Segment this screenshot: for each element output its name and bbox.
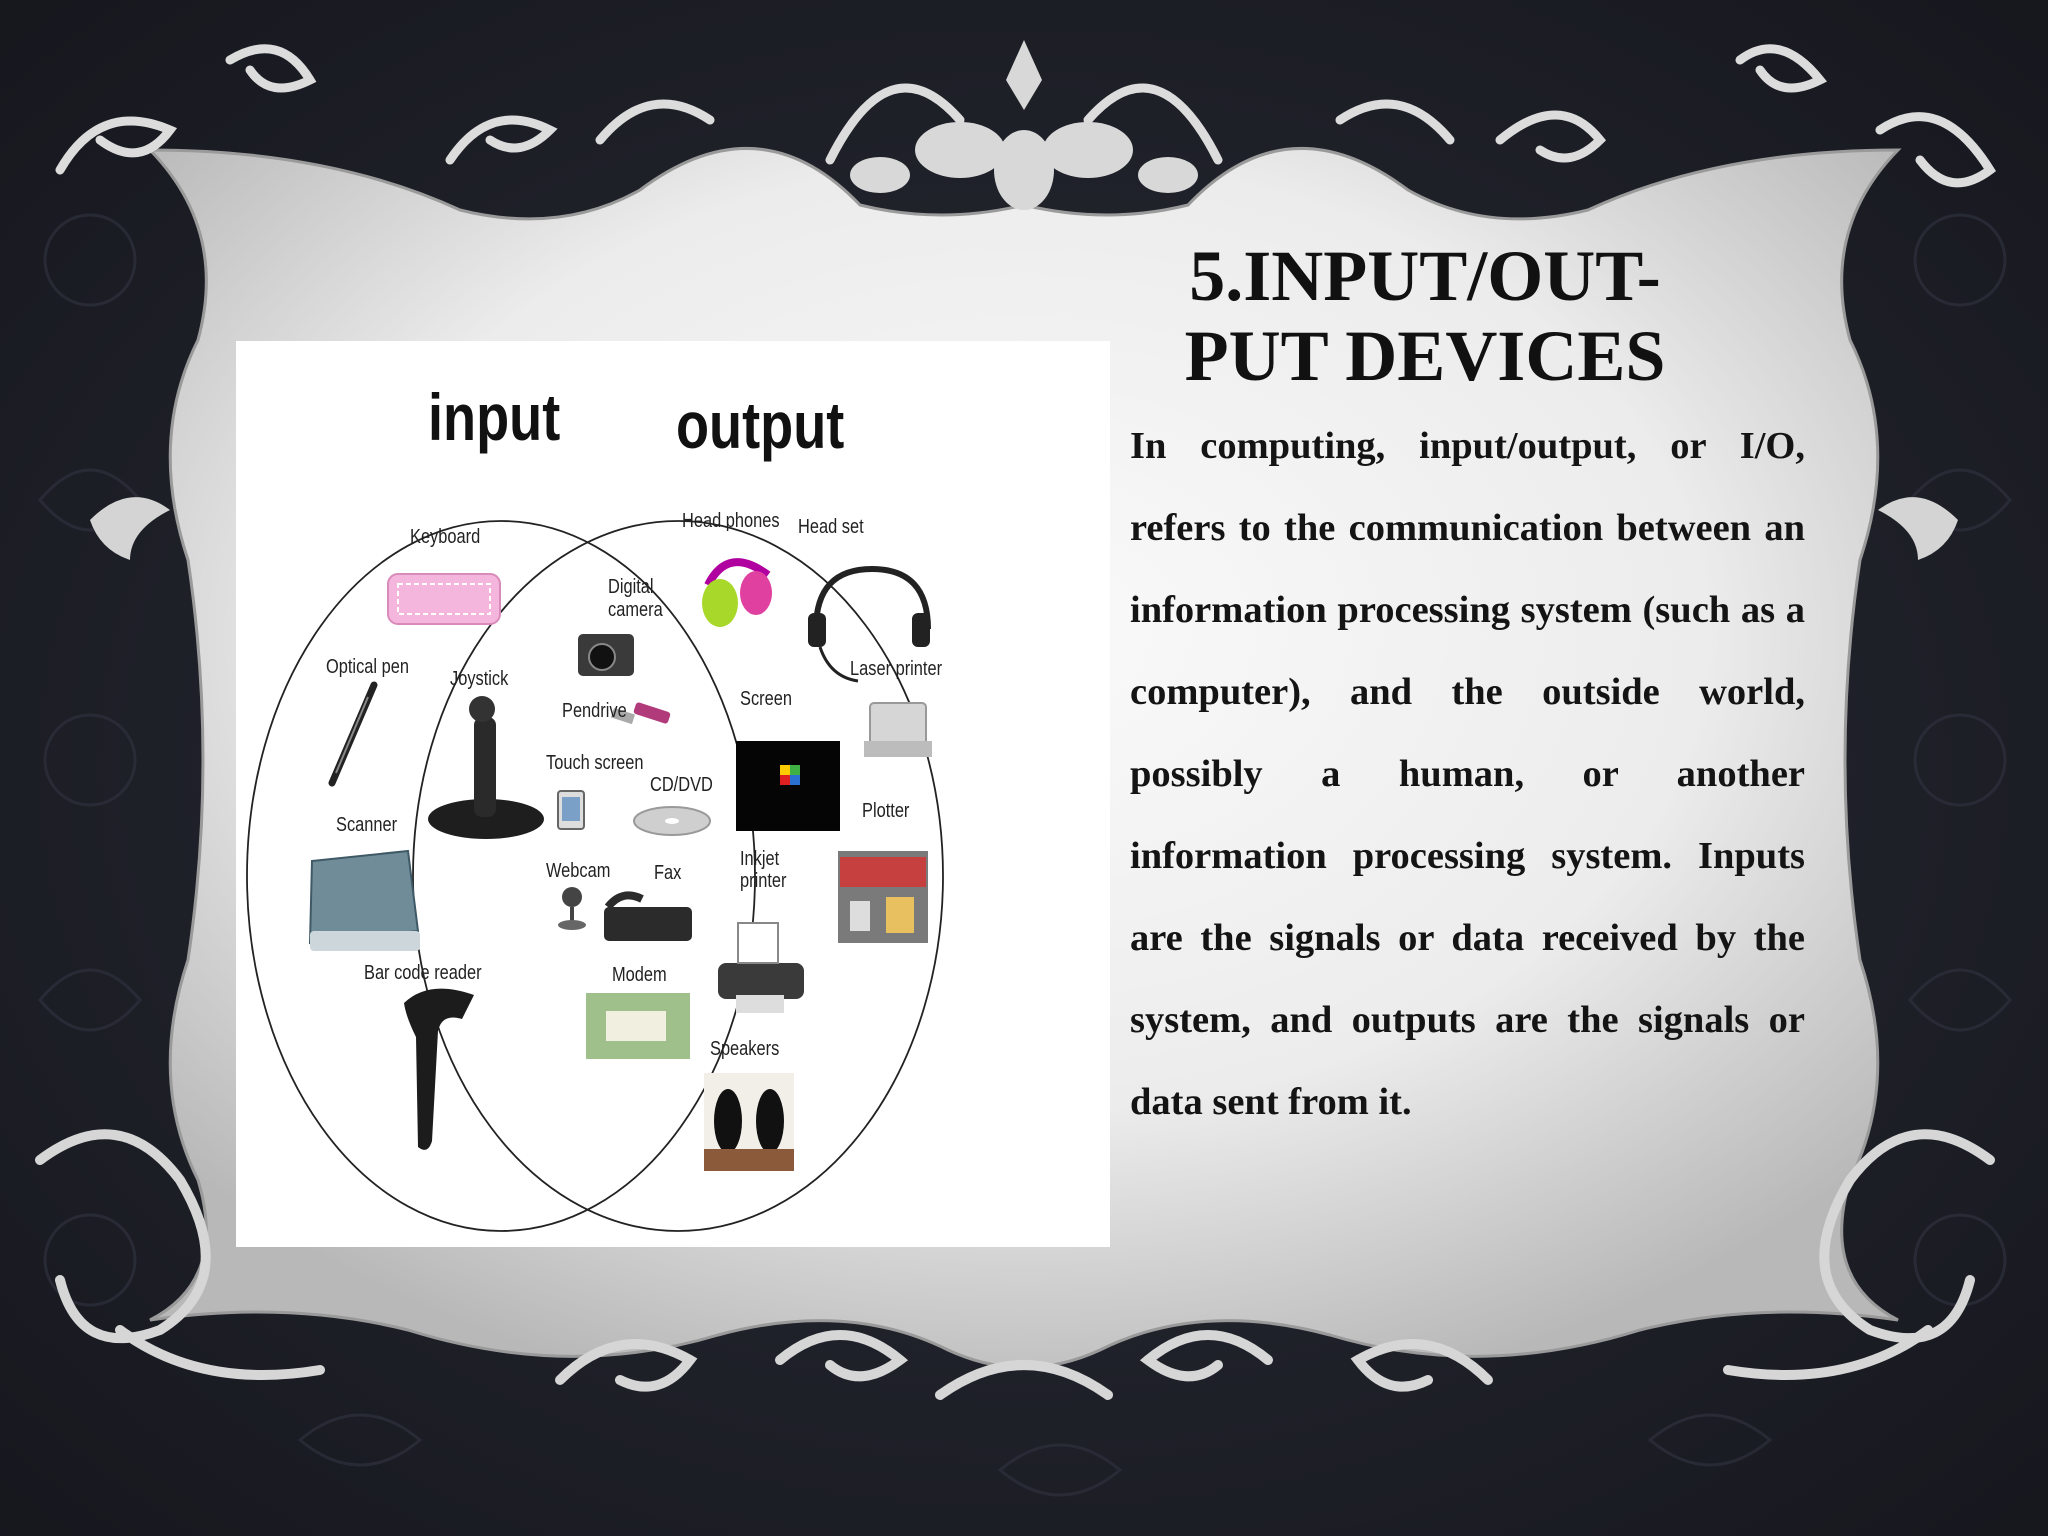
keyboard-label: Keyboard — [410, 526, 481, 548]
side-scroll-ornaments — [90, 497, 1958, 560]
slide-title: 5.INPUT/OUT- PUT DEVICES — [1110, 236, 1740, 396]
modem-label: Modem — [612, 964, 667, 986]
digital-camera-label-line1: Digital — [608, 576, 654, 598]
keyboard-image — [387, 573, 501, 625]
optical-pen-label: Optical pen — [326, 656, 409, 678]
touch-screen-image — [557, 790, 585, 830]
output-ellipse — [412, 520, 944, 1232]
pendrive-label: Pendrive — [562, 700, 627, 722]
output-heading: output — [676, 388, 845, 462]
input-output-venn-diagram: input output Keyboard Optical pen Joysti… — [236, 341, 1110, 1247]
webcam-label: Webcam — [546, 860, 611, 882]
slide-title-line2: PUT DEVICES — [1184, 316, 1666, 396]
bar-code-reader-image — [404, 988, 474, 1150]
input-ellipse — [246, 520, 756, 1232]
laser-printer-image — [864, 702, 932, 757]
laser-printer-label: Laser printer — [850, 658, 943, 680]
head-set-label: Head set — [798, 516, 864, 538]
webcam-image — [558, 887, 586, 930]
digital-camera-image — [578, 634, 634, 676]
slide-title-line1: 5.INPUT/OUT- — [1189, 236, 1661, 316]
inkjet-printer-image — [718, 922, 804, 1013]
top-center-crest — [850, 40, 1198, 210]
fax-image — [604, 891, 692, 941]
screen-label: Screen — [740, 688, 792, 710]
cd-dvd-image — [633, 806, 711, 836]
head-phones-label: Head phones — [682, 510, 780, 532]
top-scroll-ornaments — [55, 44, 1997, 188]
head-phones-image — [702, 558, 772, 627]
scanner-image — [308, 849, 420, 951]
pendrive-image — [610, 702, 671, 725]
head-set-image — [808, 565, 931, 683]
inkjet-printer-label-line2: printer — [740, 870, 787, 892]
digital-camera-label-line2: camera — [608, 599, 663, 621]
joystick-label: Joystick — [450, 668, 509, 690]
plotter-image — [838, 851, 928, 943]
optical-pen-image — [328, 681, 378, 787]
scanner-label: Scanner — [336, 814, 398, 836]
screen-image — [736, 741, 840, 831]
venn-ellipses — [246, 520, 944, 1232]
modem-image — [586, 993, 690, 1059]
bar-code-reader-label: Bar code reader — [364, 962, 482, 984]
cd-dvd-label: CD/DVD — [650, 774, 713, 796]
slide-body-text: In computing, input/output, or I/O, refe… — [1130, 425, 1805, 1123]
plotter-label: Plotter — [862, 800, 910, 822]
input-heading: input — [428, 380, 561, 454]
inkjet-printer-label-line1: Inkjet — [740, 848, 780, 870]
bottom-scroll-ornaments — [35, 1129, 1995, 1400]
speakers-image — [704, 1073, 794, 1171]
fax-label: Fax — [654, 862, 682, 884]
joystick-image — [428, 696, 544, 839]
speakers-label: Speakers — [710, 1038, 780, 1060]
touch-screen-label: Touch screen — [546, 752, 644, 774]
